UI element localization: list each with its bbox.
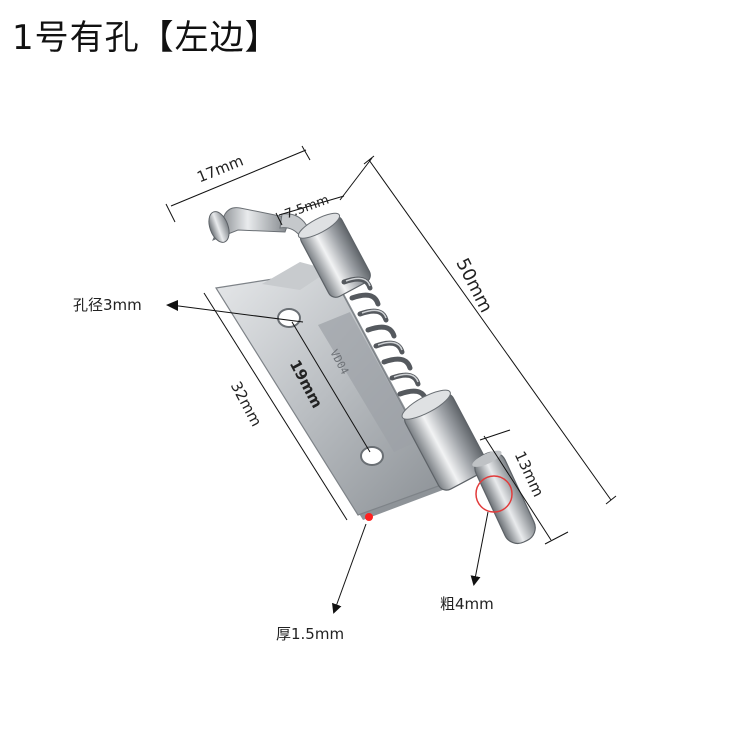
lower-barrel <box>401 389 488 491</box>
mounting-hole-bottom <box>360 446 384 466</box>
mounting-hole-top <box>277 308 301 328</box>
pin-thickness-marker <box>475 475 513 513</box>
dimension-hole-diameter: 孔径3mm <box>73 296 142 314</box>
plate-thickness-marker <box>365 513 373 521</box>
dimension-pin-thickness: 粗4mm <box>440 595 494 613</box>
dimension-plate-thickness: 厚1.5mm <box>276 625 345 643</box>
hinge-plate: VD04 <box>215 262 448 520</box>
dimension-lines <box>165 145 617 614</box>
product-title: 1号有孔【左边】 <box>12 18 280 58</box>
upper-barrel <box>297 212 371 298</box>
